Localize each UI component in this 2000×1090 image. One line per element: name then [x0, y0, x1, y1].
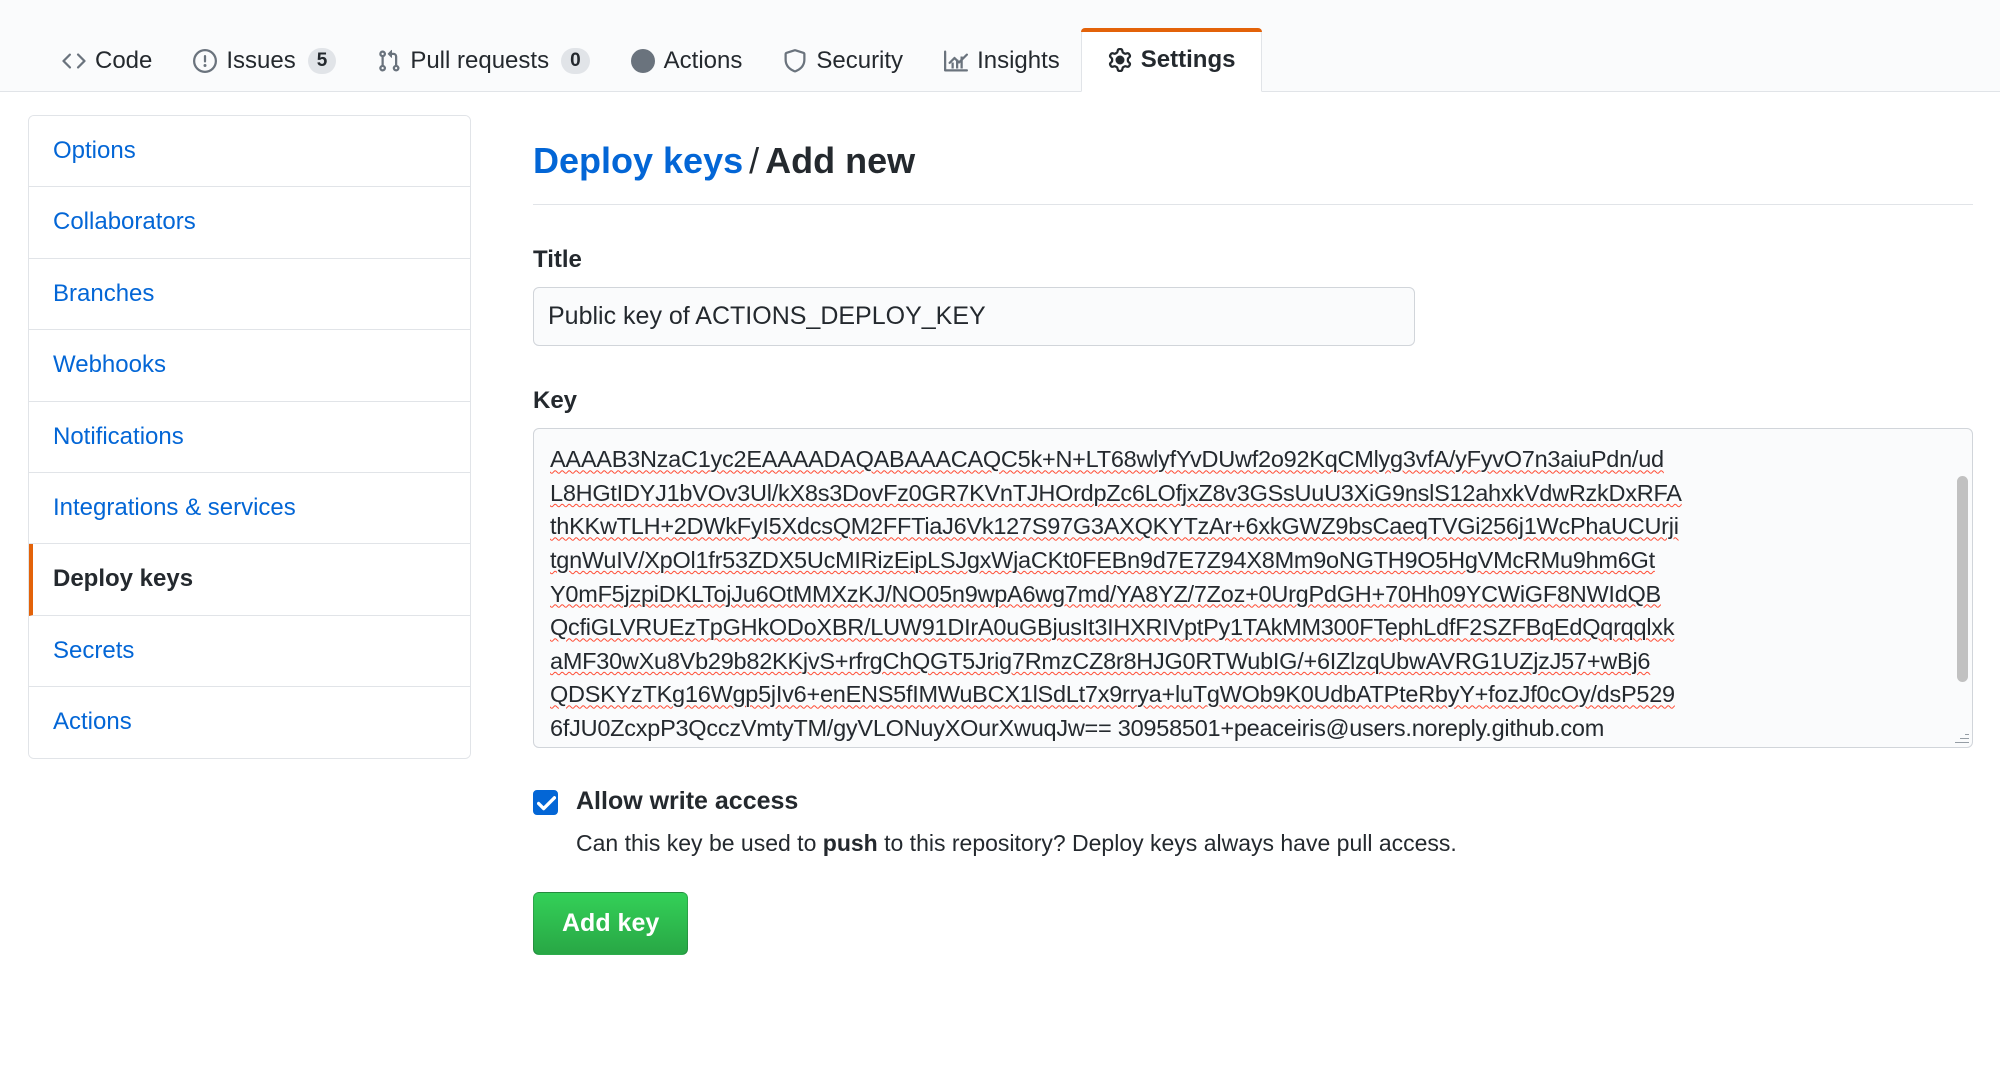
note-text-before: Can this key be used to: [576, 830, 823, 857]
scrollbar-thumb[interactable]: [1957, 476, 1968, 683]
code-icon: [62, 49, 86, 73]
sidebar-item-notifications[interactable]: Notifications: [29, 401, 470, 473]
nav-tab-insights[interactable]: Insights: [924, 30, 1081, 92]
repo-nav: Code Issues 5 Pull requests 0 Actions: [0, 0, 2000, 92]
play-icon: [630, 49, 655, 73]
page-title: Deploy keys/Add new: [533, 139, 1973, 206]
key-textarea[interactable]: AAAAB3NzaC1yc2EAAAADAQABAAACAQC5k+N+LT68…: [533, 428, 1973, 749]
nav-tab-label: Actions: [663, 47, 743, 74]
key-textarea-scrollbar[interactable]: [1955, 430, 1971, 747]
sidebar-item-integrations-and-services[interactable]: Integrations & services: [29, 472, 470, 545]
nav-tab-label: Issues: [226, 47, 296, 74]
nav-tab-actions[interactable]: Actions: [611, 30, 764, 92]
allow-write-access-label[interactable]: Allow write access: [576, 787, 799, 816]
breadcrumb-separator: /: [749, 140, 760, 182]
nav-tab-pull-requests[interactable]: Pull requests 0: [357, 30, 610, 92]
nav-tab-label: Insights: [977, 47, 1060, 74]
key-line: tgnWuIV/XpOl1fr53ZDX5UcMIRizEipLSJgxWjaC…: [550, 547, 1655, 574]
key-field-label: Key: [533, 387, 578, 415]
issues-count-badge: 5: [307, 47, 337, 75]
key-line: AAAAB3NzaC1yc2EAAAADAQABAAACAQC5k+N+LT68…: [550, 446, 1664, 473]
key-line: L8HGtIDYJ1bVOv3Ul/kX8s3DovFz0GR7KVnTJHOr…: [550, 479, 1682, 506]
key-line: Y0mF5jzpiDKLTojJu6OtMMXzKJ/NO05n9wpA6wg7…: [550, 580, 1661, 607]
sidebar-item-branches[interactable]: Branches: [29, 258, 470, 331]
breadcrumb-current: Add new: [765, 140, 916, 182]
key-line: thKKwTLH+2DWkFyI5XdcsQM2FFTiaJ6Vk127S97G…: [550, 513, 1679, 540]
allow-write-access-row: Allow write access Can this key be used …: [533, 784, 1973, 861]
note-text-after: to this repository? Deploy keys always h…: [877, 830, 1457, 857]
deploy-key-form: Deploy keys/Add new Title Key AAAAB3NzaC…: [533, 115, 1973, 955]
shield-icon: [783, 49, 807, 73]
nav-tab-label: Pull requests: [410, 47, 550, 74]
add-key-button[interactable]: Add key: [533, 891, 689, 955]
note-text-push: push: [822, 830, 878, 857]
sidebar-item-secrets[interactable]: Secrets: [29, 615, 470, 688]
key-line: QcfiGLVRUEzTpGHkODoXBR/LUW91DIrA0uGBjusI…: [550, 614, 1675, 641]
nav-tab-settings[interactable]: Settings: [1080, 28, 1263, 92]
title-input[interactable]: [533, 287, 1415, 347]
textarea-resize-handle[interactable]: [1953, 729, 1969, 745]
sidebar-item-deploy-keys[interactable]: Deploy keys: [29, 544, 470, 616]
nav-tab-security[interactable]: Security: [763, 30, 924, 92]
nav-tab-label: Code: [95, 47, 153, 74]
pull-requests-count-badge: 0: [561, 47, 590, 75]
gear-icon: [1108, 48, 1132, 72]
nav-tab-label: Settings: [1140, 46, 1236, 73]
git-pull-request-icon: [377, 49, 401, 73]
allow-write-access-text: Allow write access Can this key be used …: [576, 784, 1457, 861]
nav-tab-code[interactable]: Code: [42, 30, 173, 92]
sidebar-item-options[interactable]: Options: [29, 116, 470, 188]
sidebar-item-actions[interactable]: Actions: [29, 687, 470, 758]
key-line: QDSKYzTKg16Wgp5jIv6+enENS5fIMWuBCX1lSdLt…: [550, 681, 1675, 708]
allow-write-access-checkbox[interactable]: [533, 790, 558, 816]
key-textarea-wrapper: AAAAB3NzaC1yc2EAAAADAQABAAACAQC5k+N+LT68…: [533, 428, 1973, 749]
key-line: 6fJU0ZcxpP3QcczVmtyTM/gyVLONuyXOurXwuqJw…: [550, 715, 1605, 742]
sidebar-item-webhooks[interactable]: Webhooks: [29, 330, 470, 402]
sidebar-item-collaborators[interactable]: Collaborators: [29, 187, 470, 259]
title-field-label: Title: [533, 246, 582, 274]
nav-tab-issues[interactable]: Issues 5: [173, 30, 357, 92]
breadcrumb-deploy-keys-link[interactable]: Deploy keys: [533, 140, 744, 182]
nav-tab-label: Security: [816, 47, 904, 74]
graph-icon: [944, 49, 969, 73]
key-line: aMF30wXu8Vb29b82KKjvS+rfrgChQGT5Jrig7Rmz…: [550, 647, 1651, 674]
settings-sidebar: Options Collaborators Branches Webhooks …: [28, 115, 471, 759]
allow-write-access-description: Can this key be used to push to this rep…: [576, 826, 1457, 861]
issue-opened-icon: [193, 49, 218, 73]
